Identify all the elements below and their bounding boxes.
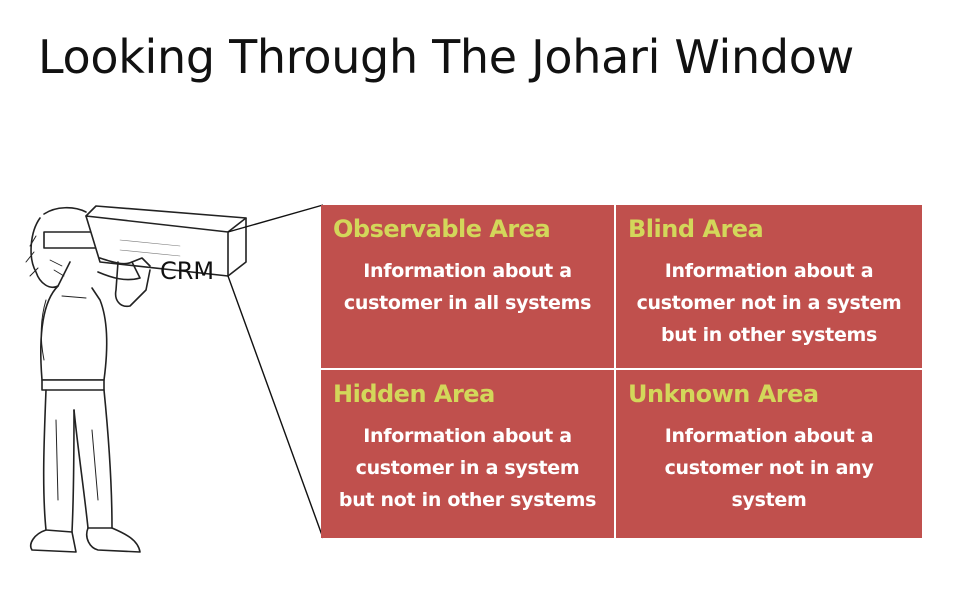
- johari-window-grid: Observable Area Information about a cust…: [321, 205, 922, 538]
- quadrant-hidden-area: Hidden Area Information about a customer…: [321, 370, 616, 538]
- slide-title: Looking Through The Johari Window: [38, 30, 854, 84]
- quadrant-description: Information about a customer in all syst…: [343, 260, 592, 314]
- quadrant-observable-area: Observable Area Information about a cust…: [321, 205, 616, 370]
- quadrant-description: Information about a customer not in a sy…: [636, 260, 902, 346]
- quadrant-title: Blind Area: [628, 215, 764, 243]
- quadrant-title: Unknown Area: [628, 380, 819, 408]
- quadrant-unknown-area: Unknown Area Information about a custome…: [616, 370, 922, 538]
- quadrant-blind-area: Blind Area Information about a customer …: [616, 205, 922, 370]
- quadrant-description: Information about a customer not in any …: [664, 425, 874, 511]
- quadrant-title: Observable Area: [333, 215, 551, 243]
- quadrant-description: Information about a customer in a system…: [338, 425, 597, 511]
- telescope-label: CRM: [160, 257, 215, 285]
- quadrant-title: Hidden Area: [333, 380, 495, 408]
